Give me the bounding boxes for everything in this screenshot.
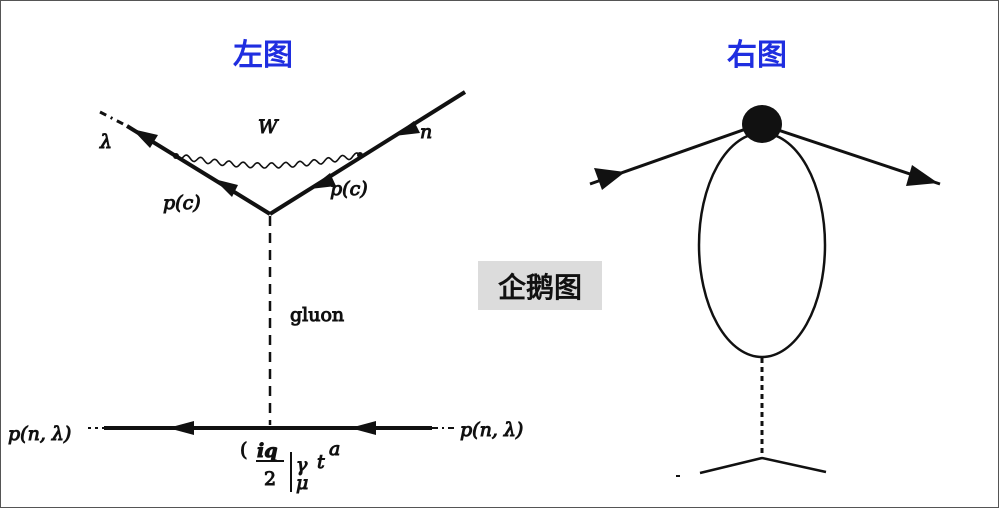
vertex-paren: ( [240,439,247,461]
arrow-lambda [132,129,158,148]
w-vertex-left [173,153,179,159]
label-bottom-left: p(n, λ) [8,423,71,445]
vertex-gamma: γ [296,454,308,476]
vertex-t: t [317,451,325,473]
label-pc-right: p(c) [330,178,368,200]
label-gluon: gluon [290,304,344,326]
vertex-iq: iq [257,440,278,462]
arrow-pc-left [214,179,238,197]
arrow-incoming [594,168,625,190]
penguin-foot-left [699,456,763,475]
penguin-loop [697,131,827,359]
right-penguin-diagram [589,105,941,477]
arrow-bottom-left [168,421,194,435]
vertex-a: a [329,438,340,460]
right-diagram-title: 右图 [727,38,787,73]
label-lambda: λ [99,131,112,153]
arrow-outgoing [906,165,938,186]
left-diagram-title: 左图 [233,38,293,73]
arrow-bottom-right [350,421,376,435]
arrow-pc-right [310,173,336,189]
label-pc-left: p(c) [163,192,201,214]
vertex-two: 2 [264,468,276,490]
lambda-leg-extension [99,110,128,128]
w-boson-wavy-line [175,152,361,169]
left-penguin-diagram: λ W n p(c) p(c) gluon p(n, λ) p(n, λ) ( … [8,90,524,495]
n-fermion-line [268,90,467,216]
w-vertex-right [357,152,363,158]
label-n: n [420,121,432,143]
arrow-n [394,121,420,136]
vertex-mu: μ [296,472,308,494]
effective-vertex-blob [742,105,782,143]
label-bottom-right: p(n, λ) [460,419,523,441]
label-w: W [258,116,279,138]
penguin-foot-right [761,456,827,474]
penguin-diagram-label: 企鹅图 [478,261,602,310]
